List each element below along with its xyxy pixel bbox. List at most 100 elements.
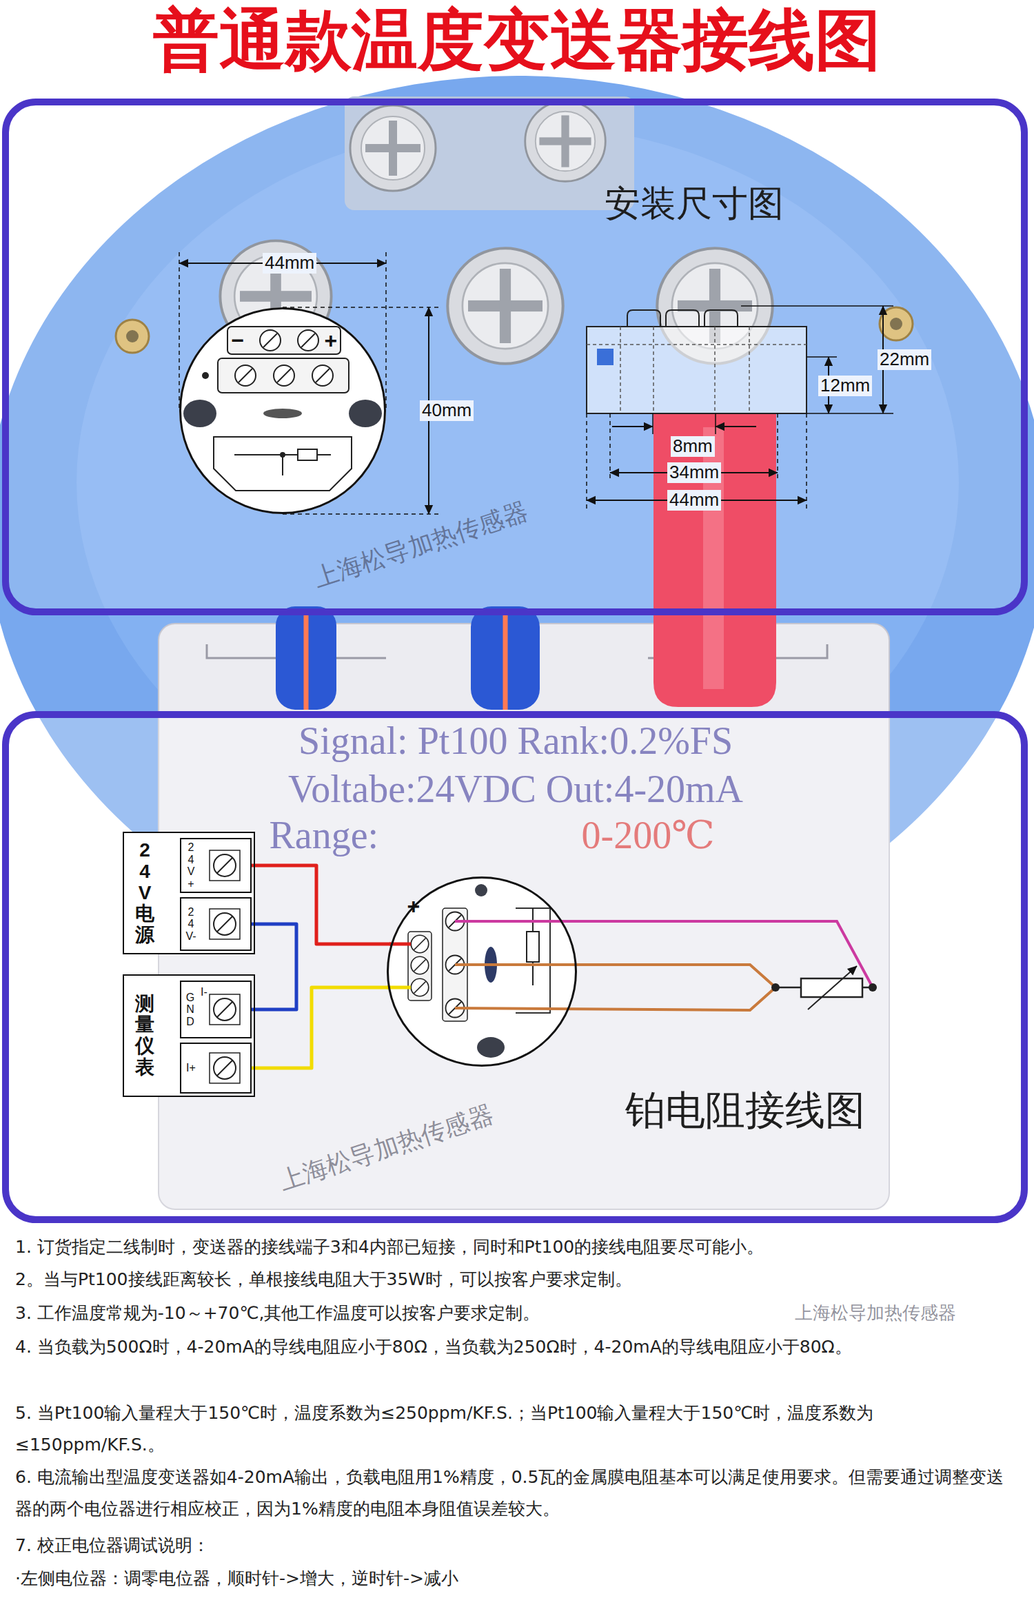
terminal-screw (209, 909, 240, 940)
dimension-line (715, 426, 757, 428)
ring-terminal (653, 413, 777, 708)
note: 2。当与Pt100接线距离较长，单根接线电阻大于35W时，可以按客户要求定制。 (15, 1264, 1008, 1296)
vertical-label: GND (184, 991, 196, 1029)
hidden-line (652, 326, 655, 414)
extension-line (806, 356, 837, 358)
terminal-clamp (627, 310, 738, 327)
dimension-label: 12mm (818, 375, 873, 397)
terminal-block (217, 358, 349, 393)
nameplate-text: Signal: Pt100 Rank:0.2%FS (298, 718, 733, 764)
sensor-wire (454, 921, 873, 988)
fixing-hole (474, 884, 488, 897)
module-screw (410, 978, 429, 997)
fixing-hole (183, 399, 217, 428)
terminal: I+ (179, 1042, 252, 1094)
meter-box: 测量仪表 GNDI- I+ (122, 974, 256, 1098)
hidden-line (586, 343, 807, 346)
section-heading: 铂电阻接线图 (625, 1087, 866, 1134)
panel-frame (5, 714, 1025, 1221)
vertical-label: 测量仪表 (135, 994, 155, 1079)
terminal-sign: + (407, 895, 421, 918)
box-ground (122, 832, 256, 955)
signal-wire (251, 924, 297, 1010)
terminal-profile (586, 326, 807, 414)
watermark: 上海松导加热传感器 (310, 496, 532, 593)
sensor-wire (454, 965, 776, 988)
module-screw (312, 365, 333, 387)
nameplate-text: Range: (269, 813, 380, 858)
wire-photo (503, 613, 509, 711)
module-screw (273, 365, 295, 387)
adjust-slot (263, 408, 302, 419)
terminal: 24V- (179, 897, 252, 952)
extension-line (652, 413, 654, 435)
terminal-sign: − (231, 329, 245, 352)
extension-line (741, 305, 894, 307)
junction-dot (771, 983, 780, 992)
extension-line (714, 413, 717, 435)
dimension-lines (179, 252, 894, 515)
terminal-insert (596, 348, 614, 366)
terminal-screw (209, 994, 240, 1026)
module-outline (388, 878, 577, 1067)
extension-line (282, 306, 439, 309)
dimension-label: 8mm (670, 436, 715, 458)
transmitter-module: + (386, 876, 577, 1068)
extension-line (805, 413, 808, 509)
wire-sleeve (470, 606, 540, 711)
dimension-label: 40mm (419, 400, 474, 422)
dimension-line (612, 426, 653, 428)
module-outline (180, 308, 386, 514)
extension-line (385, 252, 387, 411)
note: 6. 电流输出型温度变送器如4-20mA输出，负载电阻用1%精度，0.5瓦的金属… (15, 1462, 1008, 1526)
power-supply-box: 24V电源 24V+ 24V- (122, 832, 256, 955)
dimension-label: 44mm (262, 252, 317, 274)
panel-ground (8, 105, 1024, 609)
section-heading: 安装尺寸图 (604, 183, 784, 225)
fixing-hole (477, 1037, 505, 1059)
variable-arrow (807, 966, 857, 1010)
terminal: GNDI- (179, 980, 252, 1039)
circuit-outline (213, 437, 352, 491)
hidden-line (714, 326, 716, 414)
module-outline (179, 307, 387, 515)
module-face (386, 876, 577, 1068)
nameplate-text: 0-200℃ (581, 813, 715, 858)
hidden-line (619, 326, 622, 414)
terminal-sign: + (324, 329, 338, 352)
panel-ground (8, 718, 1024, 1217)
terminal-block (227, 326, 341, 355)
module-face (179, 307, 387, 515)
hidden-line (748, 326, 750, 414)
note: 1. 订货指定二线制时，变送器的接线端子3和4内部已短接，同时和Pt100的接线… (15, 1231, 1008, 1264)
note: ·左侧电位器：调零电位器，顺时针->增大，逆时针->减小 (15, 1563, 1008, 1596)
vertical-label: 24V+ (185, 841, 197, 890)
terminal-screw (209, 1053, 240, 1084)
extension-line (282, 513, 439, 515)
note: 4. 当负载为500Ω时，4-20mA的导线电阻应小于80Ω，当负载为250Ω时… (15, 1331, 1008, 1364)
indicator-dot (201, 372, 209, 380)
module-screw (297, 330, 319, 351)
resistor-symbol (297, 449, 318, 461)
module-screw (259, 330, 281, 351)
module-screw (235, 365, 256, 387)
dimension-label: 34mm (667, 462, 722, 484)
watermark: 上海松导加热传感器 (794, 1303, 957, 1325)
vertical-label: I- (198, 986, 210, 999)
module-screw (410, 956, 429, 975)
extension-line (609, 413, 611, 482)
vertical-label: 24V电源 (135, 840, 155, 947)
dimension-label: 44mm (667, 490, 722, 511)
terminal: 24V+ (179, 838, 252, 894)
extension-line (585, 413, 588, 509)
terminal-block (408, 931, 432, 1001)
extension-line (806, 412, 894, 415)
hidden-lines (586, 326, 807, 414)
junction-dot (868, 983, 877, 992)
vertical-label: I+ (185, 1062, 197, 1075)
signal-wire (251, 987, 389, 1069)
page-title: 普通款温度变送器接线图 (153, 6, 881, 74)
wire-sleeve (275, 606, 337, 711)
watermark: 上海松导加热传感器 (275, 1099, 498, 1196)
